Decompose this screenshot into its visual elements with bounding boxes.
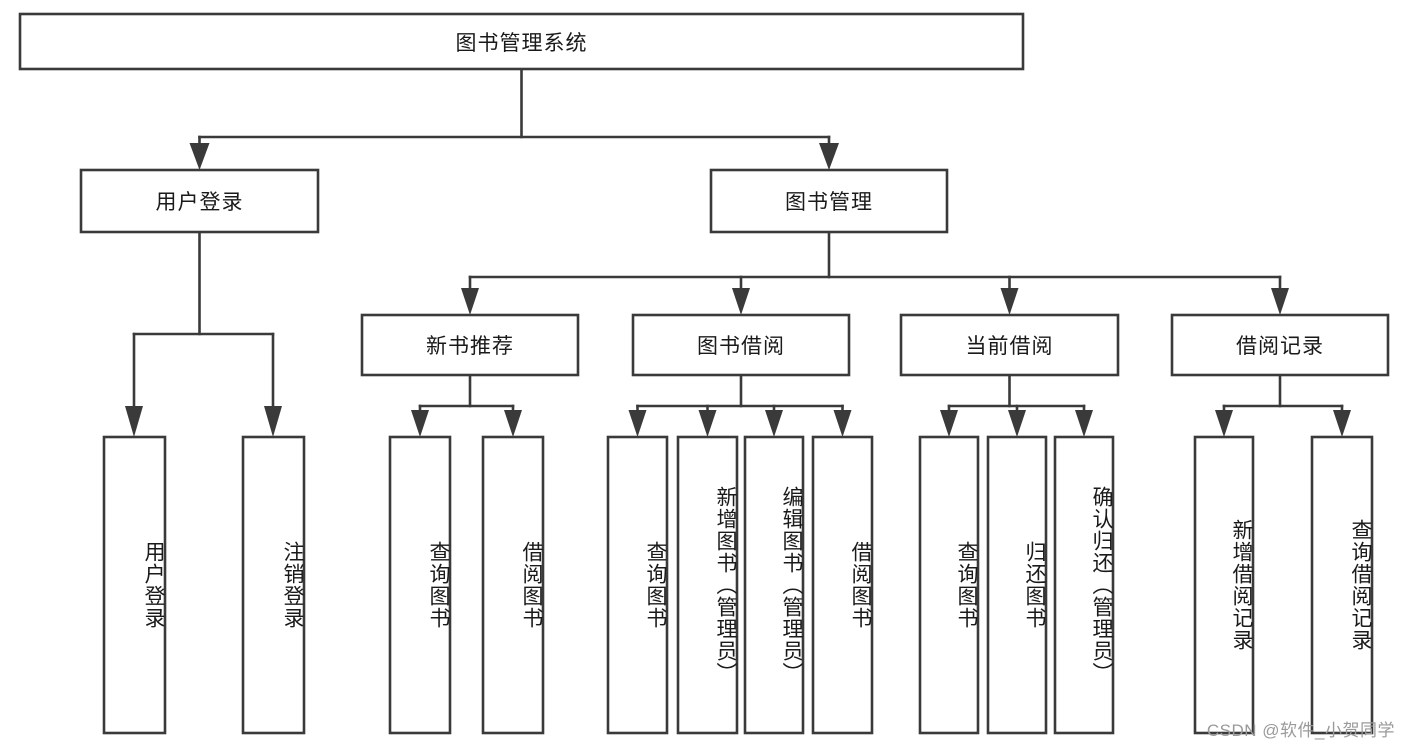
node-box-book-borrow[interactable] — [631, 313, 851, 377]
arrow-head-nbr-leaf-1 — [411, 410, 429, 437]
arrow-head-leaf-user-login — [125, 406, 143, 437]
arrow-head-bb-leaf-1 — [628, 410, 647, 437]
arrow-head-new-book-rec — [461, 288, 479, 315]
arrow-head-bb-leaf-4 — [833, 410, 852, 437]
arrow-head-leaf-logout — [264, 406, 282, 437]
arrow-head-cb-leaf-1 — [940, 410, 958, 437]
connector-book-manage-to-level3 — [461, 230, 1289, 315]
arrow-head-bb-leaf-2 — [698, 410, 717, 437]
node-box-leaf-borrow-book-2[interactable] — [811, 435, 874, 735]
arrow-head-cb-leaf-3 — [1075, 410, 1093, 437]
arrow-head-br-leaf-2 — [1333, 410, 1351, 437]
node-box-leaf-confirm-return-admin[interactable] — [1053, 435, 1115, 735]
node-box-leaf-query-book-1[interactable] — [388, 435, 452, 735]
arrow-head-borrow-record — [1271, 288, 1289, 315]
node-box-leaf-user-login[interactable] — [102, 435, 167, 735]
connector-user-login-to-leaves — [125, 230, 282, 437]
node-box-leaf-query-borrow-record[interactable] — [1310, 435, 1374, 735]
arrow-head-cb-leaf-2 — [1008, 410, 1026, 437]
connector-new-book-rec-to-leaves — [411, 373, 522, 437]
arrow-head-br-leaf-1 — [1215, 410, 1233, 437]
watermark-text: CSDN @软件_小贺同学 — [1206, 721, 1395, 740]
arrow-head-current-borrow — [1000, 288, 1019, 315]
arrow-head-nbr-leaf-2 — [504, 410, 522, 437]
node-box-current-borrow[interactable] — [899, 313, 1120, 377]
connector-current-borrow-to-leaves — [940, 373, 1093, 437]
node-box-borrow-record[interactable] — [1170, 313, 1390, 377]
node-box-leaf-edit-book-admin[interactable] — [743, 435, 805, 735]
node-box-book-manage[interactable] — [709, 168, 949, 234]
connector-root-to-level2 — [189, 67, 839, 170]
arrow-head-user-login — [189, 143, 210, 170]
arrow-head-bb-leaf-3 — [765, 410, 783, 437]
connector-book-borrow-to-leaves — [628, 373, 852, 437]
node-box-leaf-add-book-admin[interactable] — [676, 435, 739, 735]
node-box-user-login[interactable] — [79, 168, 320, 234]
node-box-leaf-return-book[interactable] — [986, 435, 1048, 735]
arrow-head-book-borrow — [732, 288, 750, 315]
node-box-leaf-add-borrow-record[interactable] — [1193, 435, 1255, 735]
node-box-leaf-query-book-2[interactable] — [606, 435, 669, 735]
arrow-head-book-manage — [819, 143, 839, 170]
node-box-root[interactable] — [18, 12, 1025, 71]
node-box-new-book-recommend[interactable] — [360, 313, 580, 377]
node-box-leaf-query-book-3[interactable] — [918, 435, 980, 735]
node-box-leaf-borrow-book-1[interactable] — [481, 435, 545, 735]
connector-borrow-record-to-leaves — [1215, 373, 1351, 437]
node-box-leaf-logout[interactable] — [241, 435, 306, 735]
